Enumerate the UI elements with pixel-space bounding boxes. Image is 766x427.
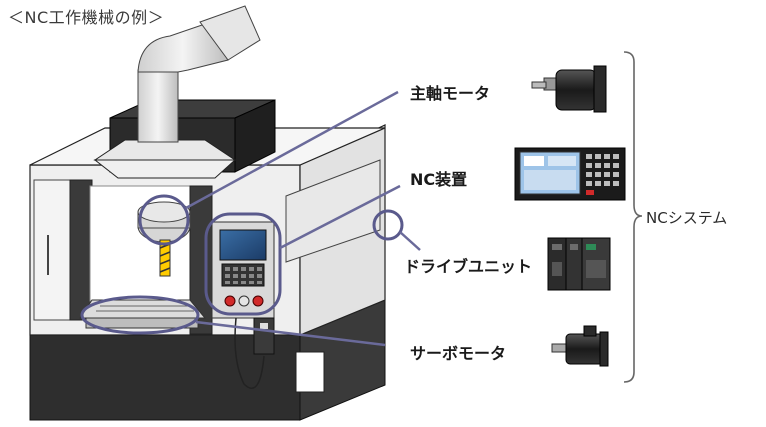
nc-system-label: NCシステム <box>646 209 728 227</box>
drive-unit-icon <box>547 237 611 291</box>
nc-callout-line <box>279 184 401 250</box>
system-bracket <box>623 51 643 383</box>
spindle-motor-icon <box>531 65 607 113</box>
drive-callout-ring <box>372 209 404 241</box>
spindle-motor-label: 主軸モータ <box>410 84 491 103</box>
drive-callout-line <box>399 231 421 251</box>
servo-callout-line <box>195 320 386 347</box>
callout-rings <box>80 194 404 335</box>
machine-body <box>29 5 386 389</box>
spindle-callout-line <box>185 90 399 210</box>
servo-callout-ring <box>80 295 200 335</box>
drive-unit-label: ドライブユニット <box>404 257 533 276</box>
servo-motor-label: サーボモータ <box>410 344 507 363</box>
callout-lines <box>185 90 421 347</box>
machine-base <box>29 299 386 421</box>
spindle-callout-ring <box>138 194 190 246</box>
nc-unit-label: NC装置 <box>410 170 468 189</box>
diagram-title: ＜NC工作機械の例＞ <box>8 8 165 27</box>
servo-motor-icon <box>551 325 609 367</box>
nc-callout-ring <box>204 212 282 316</box>
nc-unit-icon <box>514 147 626 201</box>
